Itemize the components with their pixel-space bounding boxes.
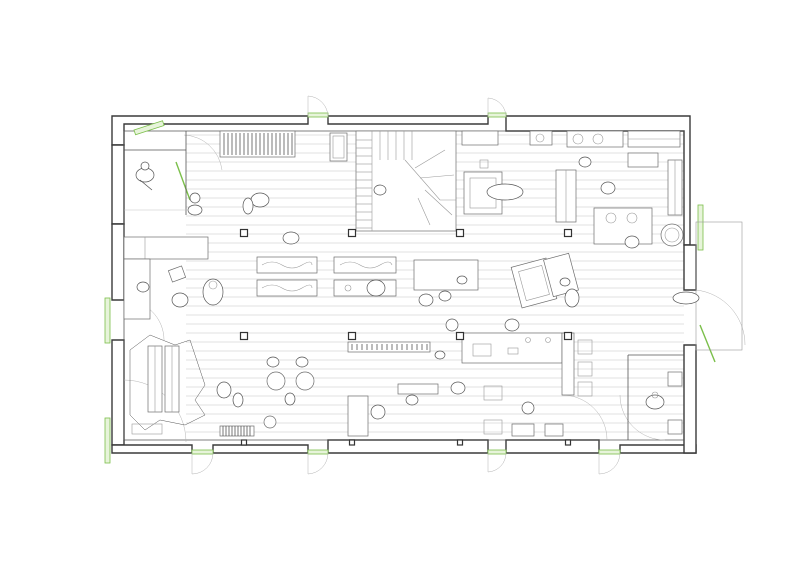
structural-column (348, 439, 356, 446)
top-shelving (219, 130, 348, 162)
structural-column (347, 228, 357, 238)
entry-vestibule (124, 131, 201, 215)
upper-right-furniture (461, 130, 684, 249)
structural-column (564, 439, 572, 446)
exterior-walls (111, 115, 697, 454)
central-benches (256, 256, 479, 307)
structural-column (456, 439, 464, 446)
structural-columns (239, 228, 573, 446)
structural-column (239, 228, 249, 238)
structural-column (240, 439, 248, 446)
structural-column (455, 331, 465, 341)
door-swings (123, 95, 746, 475)
lower-left-workshop (129, 334, 315, 437)
structural-column (347, 331, 357, 341)
staircase (355, 130, 457, 232)
structural-column (563, 228, 573, 238)
structural-column (239, 331, 249, 341)
bathroom (627, 354, 684, 440)
structural-column (455, 228, 465, 238)
structural-column (563, 331, 573, 341)
left-lounge (123, 192, 300, 320)
sofa-cluster (510, 252, 700, 309)
kitchen-counter (347, 318, 593, 415)
lower-center-furniture (347, 381, 564, 437)
glazing (104, 112, 716, 464)
